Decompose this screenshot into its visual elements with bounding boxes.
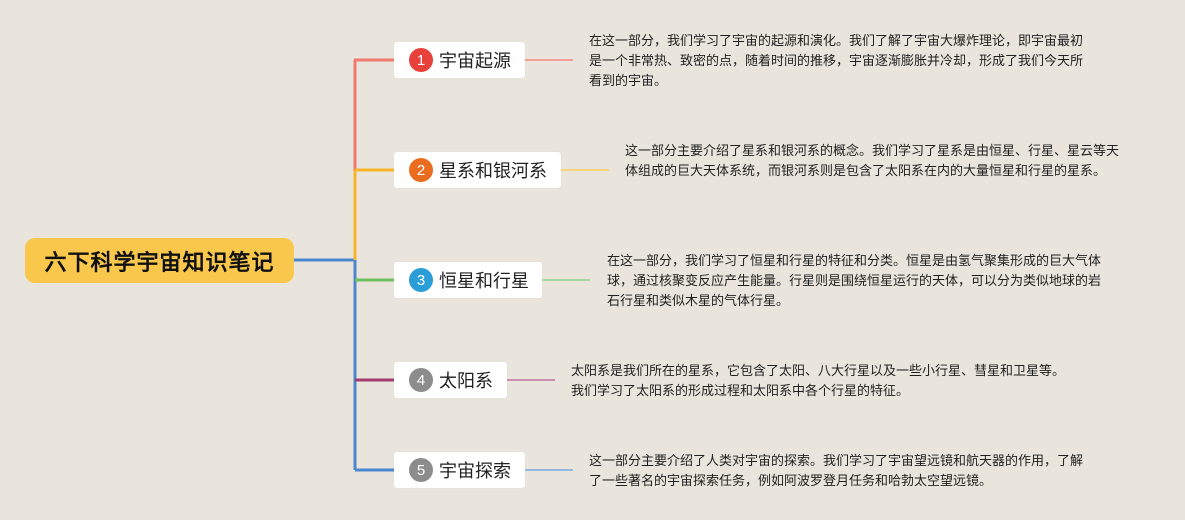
topic-stars-planets[interactable]: 3 恒星和行星 bbox=[394, 262, 542, 298]
note-space-exploration: 这一部分主要介绍了人类对宇宙的探索。我们学习了宇宙望远镜和航天器的作用，了解了一… bbox=[589, 454, 1084, 489]
topic-galaxies[interactable]: 2 星系和银河系 bbox=[394, 152, 561, 188]
topic-label: 太阳系 bbox=[439, 371, 493, 392]
topic-label: 宇宙探索 bbox=[439, 461, 511, 482]
number-badge-icon: 1 bbox=[409, 48, 433, 72]
topic-label: 恒星和行星 bbox=[439, 271, 529, 292]
number-badge-icon: 2 bbox=[409, 158, 433, 182]
topic-label: 星系和银河系 bbox=[439, 161, 547, 182]
note-stars-planets: 在这一部分，我们学习了恒星和行星的特征和分类。恒星是由氢气聚集形成的巨大气体球，… bbox=[607, 254, 1102, 309]
root-title: 六下科学宇宙知识笔记 bbox=[44, 250, 275, 276]
topic-space-exploration[interactable]: 5 宇宙探索 bbox=[394, 452, 525, 488]
note-solar-system: 太阳系是我们所在的星系，它包含了太阳、八大行星以及一些小行星、彗星和卫星等。我们… bbox=[571, 364, 1066, 399]
topic-solar-system[interactable]: 4 太阳系 bbox=[394, 362, 507, 398]
topic-universe-origin[interactable]: 1 宇宙起源 bbox=[394, 42, 525, 78]
topic-label: 宇宙起源 bbox=[439, 51, 511, 72]
number-badge-icon: 4 bbox=[409, 368, 433, 392]
number-badge-icon: 5 bbox=[409, 458, 433, 482]
note-universe-origin: 在这一部分，我们学习了宇宙的起源和演化。我们了解了宇宙大爆炸理论，即宇宙最初是一… bbox=[589, 34, 1084, 89]
note-galaxies: 这一部分主要介绍了星系和银河系的概念。我们学习了星系是由恒星、行星、星云等天体组… bbox=[625, 144, 1120, 179]
number-badge-icon: 3 bbox=[409, 268, 433, 292]
root-topic[interactable]: 六下科学宇宙知识笔记 bbox=[25, 238, 294, 283]
